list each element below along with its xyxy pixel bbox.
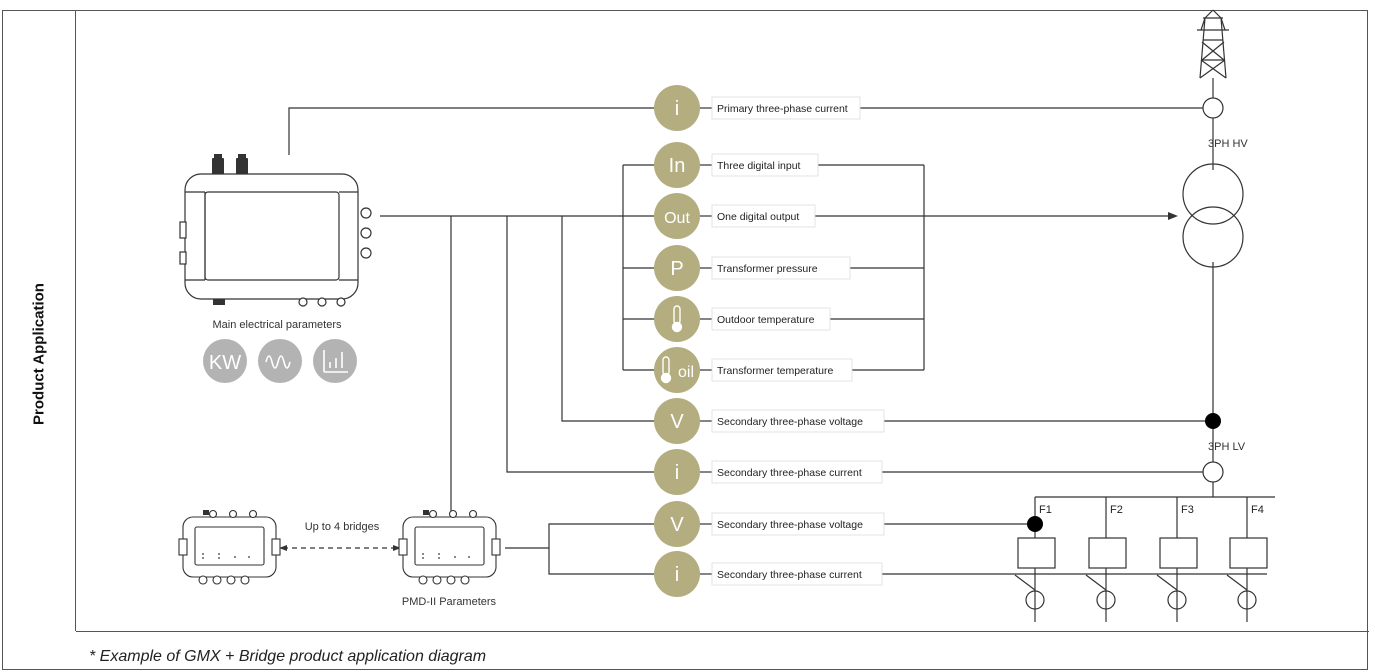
bridge-arrow-right	[393, 545, 401, 551]
measurement-bubble	[654, 449, 700, 495]
measurement-symbol: V	[670, 514, 684, 536]
measurement-label: Secondary three-phase voltage	[717, 416, 863, 428]
measurement-symbol: i	[675, 564, 679, 586]
measurement-symbol: i	[675, 462, 679, 484]
measurement-label-box	[711, 307, 831, 331]
measurement-bubble	[654, 501, 700, 547]
arrow-head	[1168, 212, 1178, 220]
measurement-item: i Secondary three-phase current	[654, 551, 883, 597]
measurement-item: V Secondary three-phase voltage	[654, 501, 885, 547]
line-pmd-current	[548, 548, 655, 575]
measurement-label-box	[711, 460, 883, 484]
bar-graph-icon	[313, 339, 357, 383]
kw-icon	[203, 339, 247, 383]
kw-icon-text: KW	[209, 352, 241, 374]
measurement-bubble	[654, 398, 700, 444]
bridge-device-icon	[178, 509, 281, 585]
measurement-label: Transformer temperature	[717, 365, 833, 377]
measurement-label: Outdoor temperature	[717, 314, 815, 326]
measurement-label-box	[711, 204, 816, 228]
measurement-item: In Three digital input	[654, 142, 819, 188]
diagram-frame: Product Application	[2, 10, 1369, 670]
connection-lines	[279, 78, 1275, 575]
measurement-label: Secondary three-phase current	[717, 467, 862, 479]
measurement-symbol: Out	[664, 210, 690, 227]
measurement-label-box	[711, 153, 819, 177]
feeder-label: F1	[1039, 504, 1052, 516]
measurement-item: Out One digital output	[654, 193, 816, 239]
measurement-label: Primary three-phase current	[717, 103, 848, 115]
primary-ct-icon	[1202, 97, 1224, 119]
feeder	[1156, 497, 1198, 622]
feeders: F1 F2 F3 F4	[1014, 497, 1268, 622]
wave-icon	[258, 339, 302, 383]
measurement-symbol: In	[669, 155, 686, 177]
feeder-label: F3	[1181, 504, 1194, 516]
secondary-ct-icon	[1202, 461, 1224, 483]
feeder	[1226, 497, 1268, 622]
measurement-item: oil Transformer temperature	[654, 347, 853, 393]
transformer-lv-coil	[1182, 206, 1244, 268]
footer-divider	[76, 631, 1369, 632]
measurement-symbol: P	[670, 258, 683, 280]
wave-symbol	[265, 355, 291, 369]
measurement-bubble	[654, 296, 700, 342]
bridge-arrow-left	[279, 545, 287, 551]
feeder-label: F2	[1110, 504, 1123, 516]
bridge-devices	[178, 509, 501, 585]
measurement-label: Secondary three-phase voltage	[717, 519, 863, 531]
hv-label: 3PH HV	[1208, 138, 1248, 150]
footer-note: * Example of GMX + Bridge product applic…	[89, 648, 487, 665]
lv-label: 3PH LV	[1208, 441, 1246, 453]
line-secondary-voltage	[561, 216, 655, 422]
measurement-item: Outdoor temperature	[654, 296, 831, 342]
feeder-voltage-node	[1027, 516, 1043, 532]
feeder	[1085, 497, 1127, 622]
bridges-caption: Up to 4 bridges	[305, 521, 380, 533]
line-primary-current	[288, 107, 655, 155]
measurement-label-box	[711, 512, 885, 536]
measurement-symbol: V	[670, 411, 684, 433]
measurement-label-box	[711, 358, 853, 382]
bridge-device-icon	[398, 509, 501, 585]
gmx-device	[179, 154, 372, 307]
measurement-bubble	[654, 245, 700, 291]
grid-devices	[1182, 97, 1244, 483]
measurement-bubble	[654, 85, 700, 131]
measurement-label: Secondary three-phase current	[717, 569, 862, 581]
measurement-item: i Primary three-phase current	[654, 85, 861, 131]
measurement-bubble	[654, 142, 700, 188]
measurement-bubble	[654, 551, 700, 597]
transformer-hv-coil	[1182, 163, 1244, 225]
measurement-symbol: i	[675, 98, 679, 120]
feeder-label: F4	[1251, 504, 1264, 516]
measurement-bubble	[654, 193, 700, 239]
thermometer-icon	[671, 305, 683, 333]
measurement-item: V Secondary three-phase voltage	[654, 398, 885, 444]
measurement-label-box	[711, 96, 861, 120]
measurement-label-box	[711, 562, 883, 586]
measurement-label: Transformer pressure	[717, 263, 818, 275]
measurement-label-box	[711, 256, 851, 280]
measurement-item: P Transformer pressure	[654, 245, 851, 291]
bar-graph-symbol	[323, 350, 348, 373]
measurement-label: One digital output	[717, 211, 799, 223]
line-pmd-voltage	[505, 523, 655, 549]
thermometer-icon	[660, 356, 672, 384]
line-secondary-current	[506, 216, 655, 473]
pmd-caption: PMD-II Parameters	[402, 596, 497, 608]
main-params-caption: Main electrical parameters	[213, 319, 342, 331]
feeder	[1014, 497, 1056, 622]
side-column: Product Application	[3, 11, 76, 631]
measurement-item: i Secondary three-phase current	[654, 449, 883, 495]
pylon-icon	[1197, 9, 1229, 79]
measurement-label: Three digital input	[717, 160, 801, 172]
lv-voltage-node	[1205, 413, 1221, 429]
measurement-symbol: oil	[678, 364, 694, 381]
parameter-icons: KW	[203, 339, 357, 383]
measurement-label-box	[711, 409, 885, 433]
